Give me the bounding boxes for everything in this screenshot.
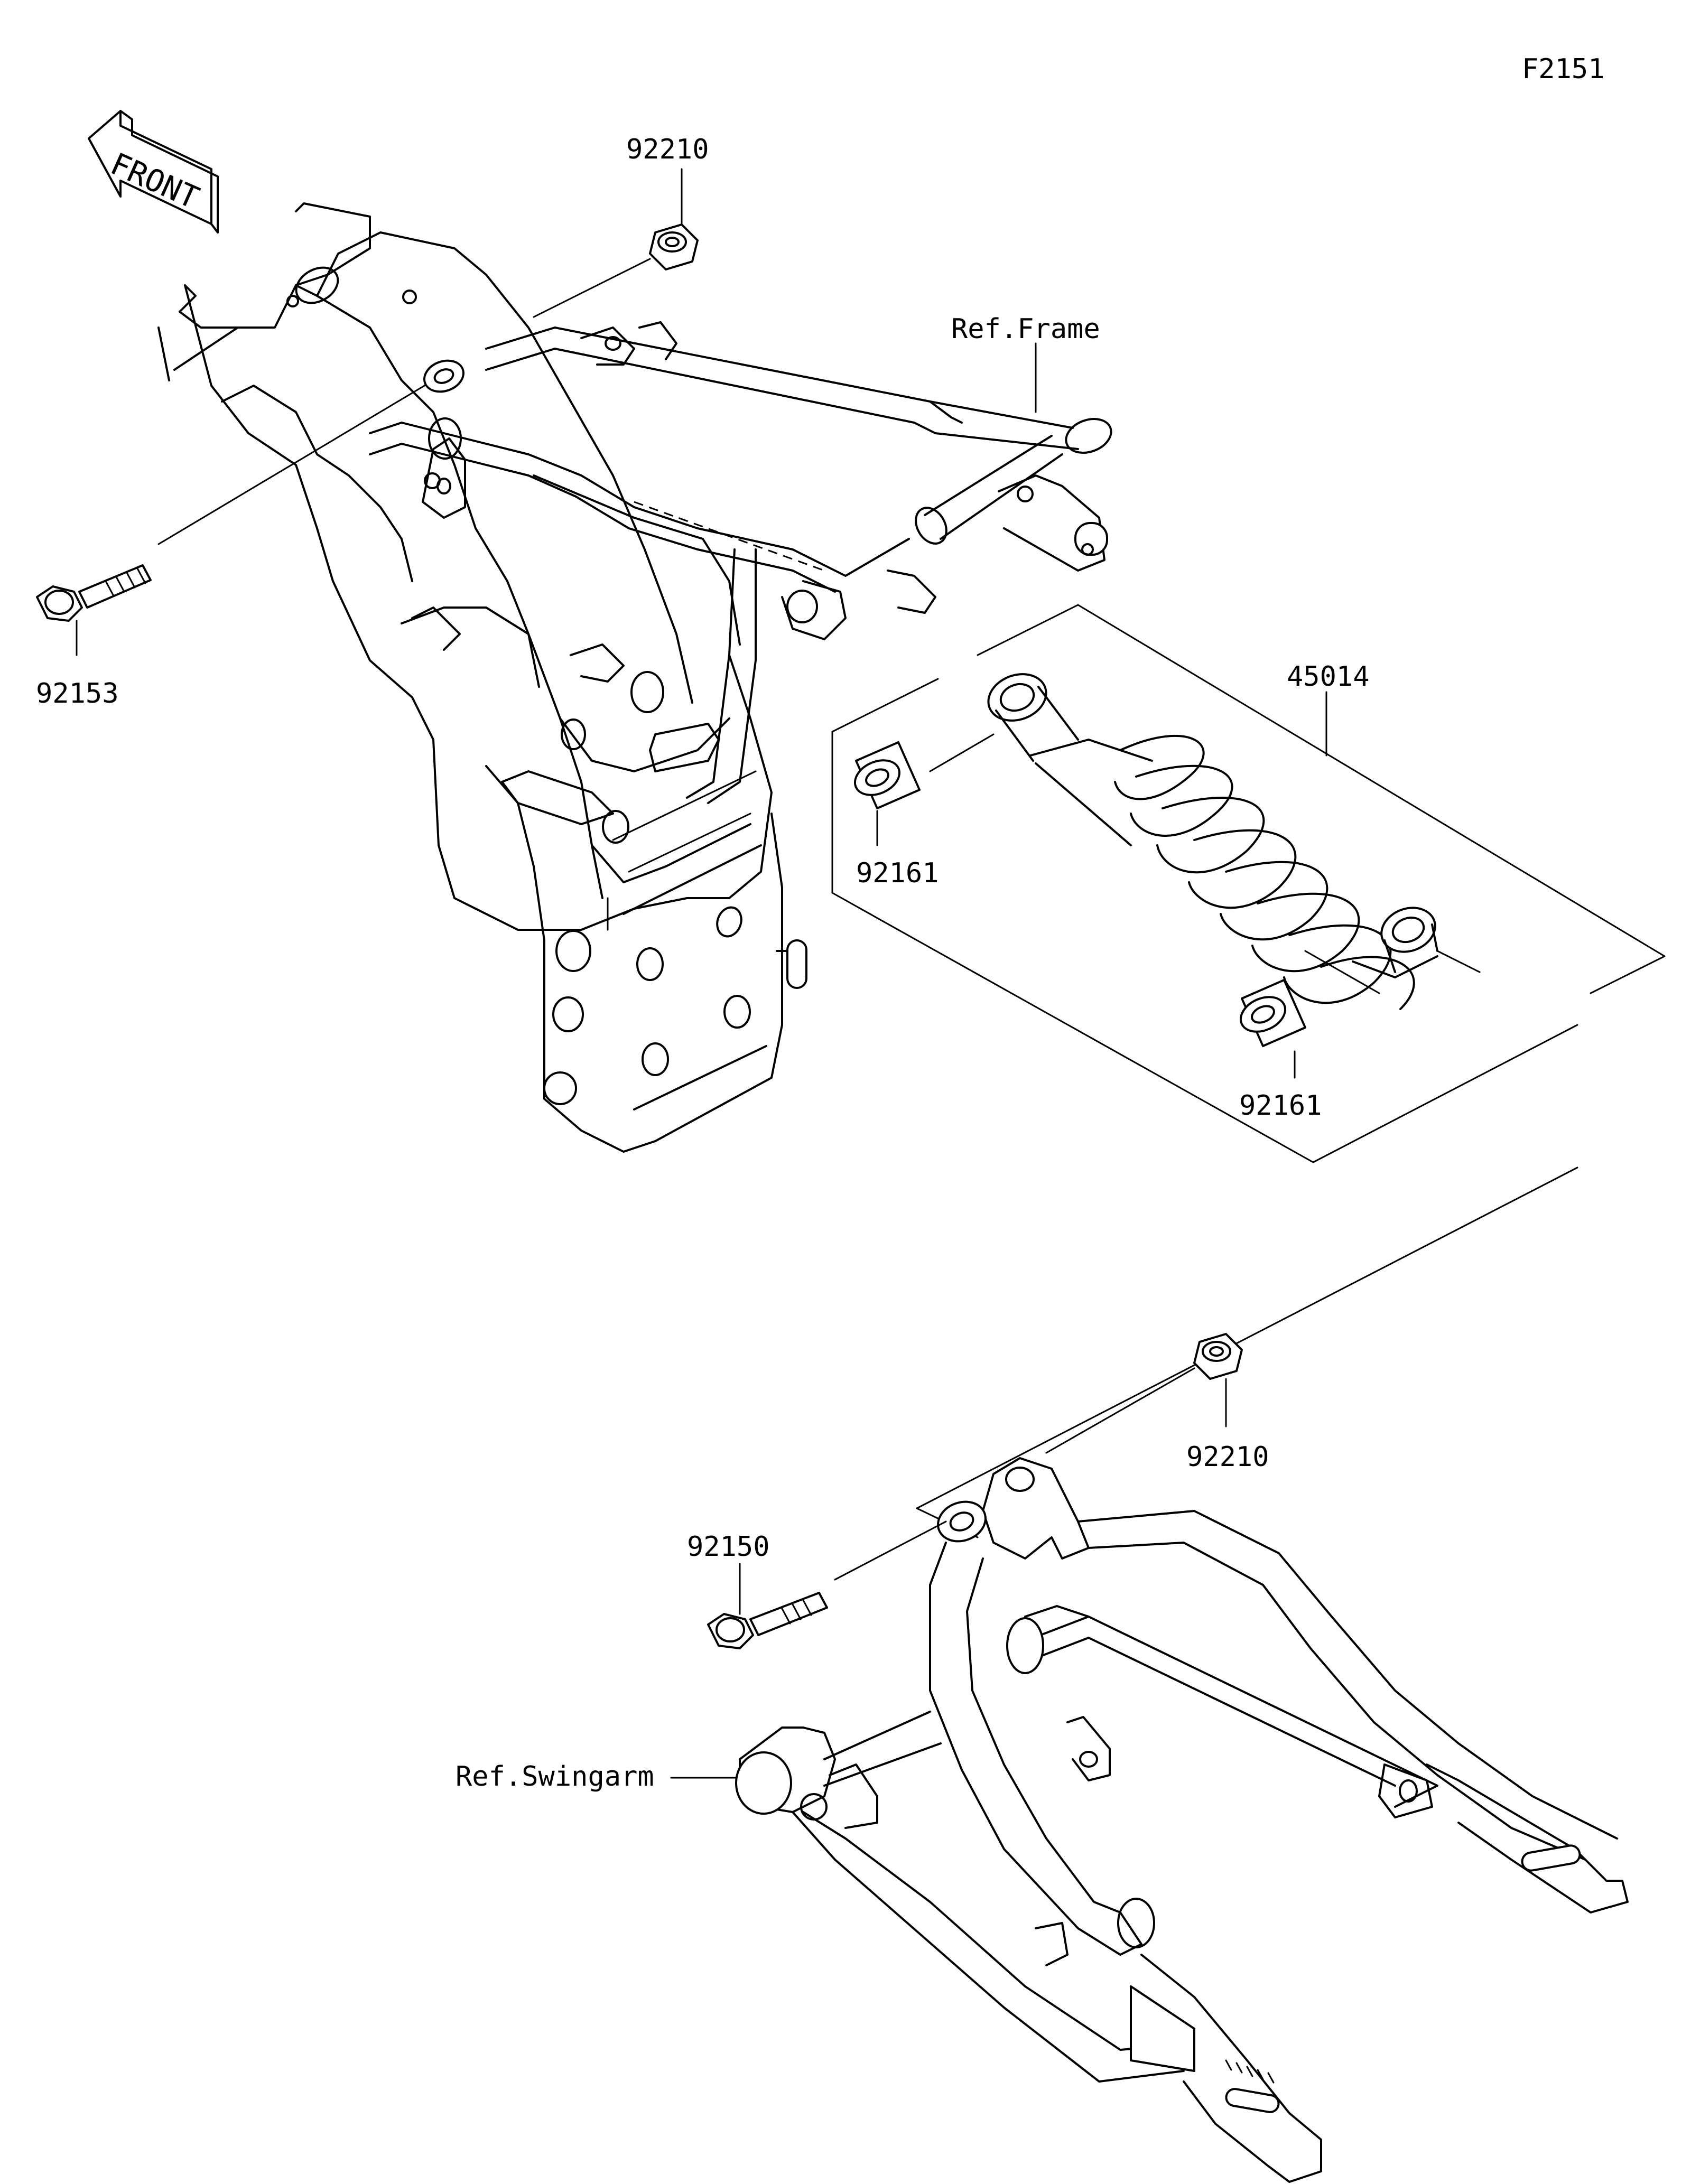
diagram-code: F2151	[1522, 53, 1605, 85]
label-92161-lower: 92161	[1239, 1090, 1322, 1122]
nut-92210-upper	[533, 168, 699, 318]
label-92210-upper: 92210	[626, 134, 709, 165]
label-92150: 92150	[687, 1531, 770, 1563]
label-ref-swingarm: Ref.Swingarm	[456, 1761, 654, 1793]
swingarm-drawing	[735, 1457, 1629, 2183]
bushing-92161-lower	[1239, 979, 1306, 1079]
shock-absorber-45014	[831, 604, 1666, 1163]
label-92210-lower: 92210	[1186, 1441, 1269, 1473]
label-92161-upper: 92161	[856, 857, 939, 889]
bushing-92161-upper	[853, 741, 921, 846]
label-ref-frame: Ref.Frame	[951, 313, 1100, 345]
bolt-92153	[36, 359, 464, 656]
frame-drawing	[157, 202, 1112, 1153]
label-45014: 45014	[1287, 661, 1370, 693]
front-arrow: FRONT	[88, 110, 219, 234]
label-92153: 92153	[36, 678, 119, 710]
nut-92210-lower	[1045, 1333, 1243, 1454]
bolt-92150	[707, 1520, 947, 1649]
